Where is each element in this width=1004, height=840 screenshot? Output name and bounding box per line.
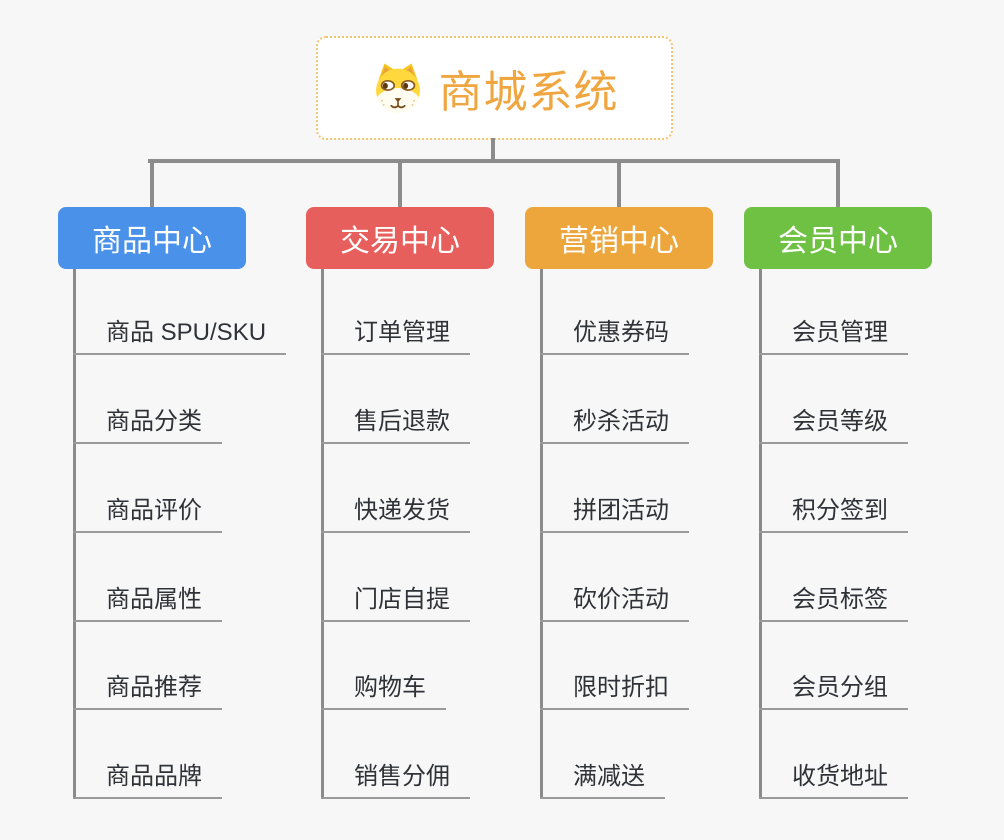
leaf-node[interactable]: 会员等级 xyxy=(759,409,908,444)
branch-box-marketing-center[interactable]: 营销中心 xyxy=(525,207,713,269)
branch-member-center: 会员中心 会员管理 会员等级 积分签到 会员标签 会员分组 收货地址 xyxy=(744,159,1004,827)
branch-trade-center: 交易中心 订单管理 售后退款 快递发货 门店自提 购物车 销售分佣 xyxy=(306,159,586,827)
leaf-node[interactable]: 商品推荐 xyxy=(73,675,222,710)
leaf-node[interactable]: 快递发货 xyxy=(321,498,470,533)
leaf-node[interactable]: 售后退款 xyxy=(321,409,470,444)
leaf-node[interactable]: 收货地址 xyxy=(759,764,908,799)
root-title: 商城系统 xyxy=(438,68,619,117)
leaf-node[interactable]: 商品分类 xyxy=(73,409,222,444)
leaf-node[interactable]: 商品属性 xyxy=(73,587,222,622)
connector-branch-line-product xyxy=(73,269,76,799)
leaf-node[interactable]: 销售分佣 xyxy=(321,764,470,799)
branch-product-center: 商品中心 商品 SPU/SKU 商品分类 商品评价 商品属性 商品推荐 商品品牌 xyxy=(58,159,338,827)
connector-drop-trade xyxy=(398,159,402,207)
leaf-node[interactable]: 商品评价 xyxy=(73,498,222,533)
leaf-node[interactable]: 会员标签 xyxy=(759,587,908,622)
leaf-node[interactable]: 积分签到 xyxy=(759,498,908,533)
connector-branch-line-marketing xyxy=(540,269,543,799)
leaf-node[interactable]: 购物车 xyxy=(321,675,446,710)
connector-branch-line-member xyxy=(759,269,762,799)
leaf-node[interactable]: 会员分组 xyxy=(759,675,908,710)
leaf-node[interactable]: 秒杀活动 xyxy=(540,409,689,444)
connector-branch-line-trade xyxy=(321,269,324,799)
leaf-node[interactable]: 门店自提 xyxy=(321,587,470,622)
leaf-node[interactable]: 限时折扣 xyxy=(540,675,689,710)
leaf-node[interactable]: 满减送 xyxy=(540,764,665,799)
connector-drop-product xyxy=(150,159,154,207)
leaf-node[interactable]: 砍价活动 xyxy=(540,587,689,622)
leaf-node[interactable]: 优惠券码 xyxy=(540,320,689,355)
branch-box-trade-center[interactable]: 交易中心 xyxy=(306,207,494,269)
leaf-node[interactable]: 商品品牌 xyxy=(73,764,222,799)
leaf-node[interactable]: 商品 SPU/SKU xyxy=(73,320,287,355)
connector-horizontal-bar xyxy=(148,159,840,163)
leaf-node[interactable]: 订单管理 xyxy=(321,320,470,355)
connector-root-stem xyxy=(491,138,495,161)
leaf-node[interactable]: 会员管理 xyxy=(759,320,908,355)
connector-drop-marketing xyxy=(617,159,621,207)
root-node[interactable]: 商城系统 xyxy=(316,36,673,140)
doge-icon xyxy=(375,63,420,113)
connector-drop-member xyxy=(836,159,840,207)
leaf-node[interactable]: 拼团活动 xyxy=(540,498,689,533)
branch-box-product-center[interactable]: 商品中心 xyxy=(58,207,246,269)
branch-box-member-center[interactable]: 会员中心 xyxy=(744,207,932,269)
branch-marketing-center: 营销中心 优惠券码 秒杀活动 拼团活动 砍价活动 限时折扣 满减送 xyxy=(525,159,805,827)
